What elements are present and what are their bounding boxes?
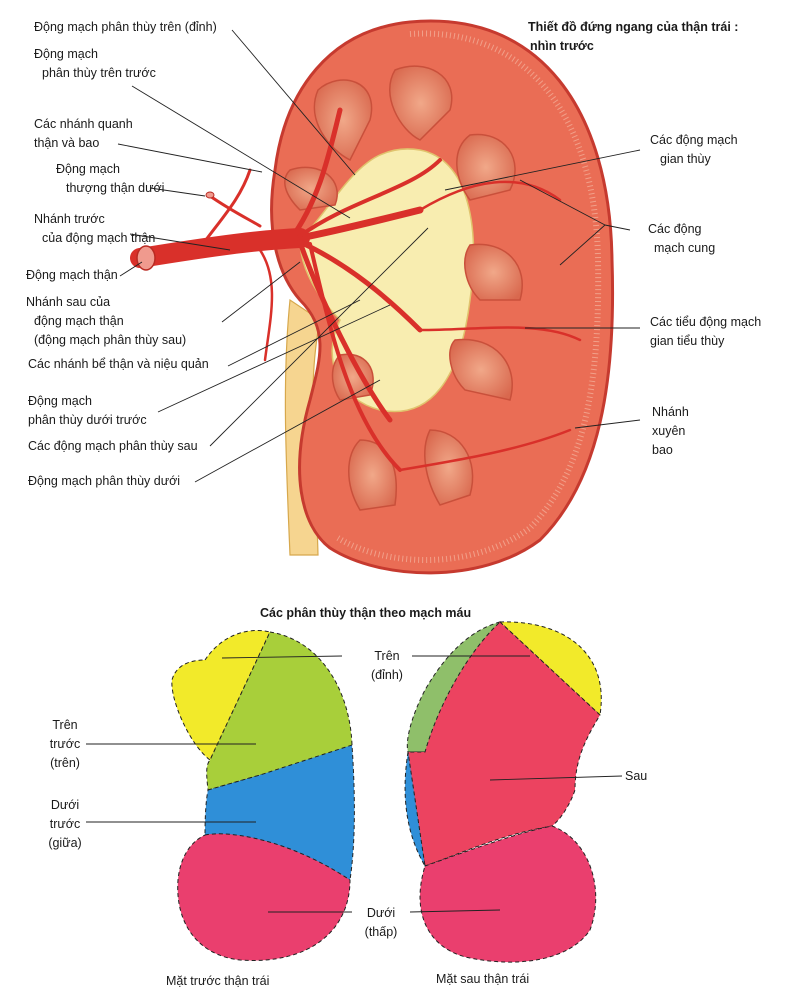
back-kidney [404,621,602,963]
caption-front-view: Mặt trước thận trái [166,974,270,988]
leader-lines-top [117,29,641,483]
front-kidney [171,629,355,961]
caption-back-view: Mặt sau thận trái [436,972,530,986]
label-segment-posterior: Sau [625,769,648,783]
kidney-section [130,19,615,575]
label-posterior-segment-arteries: Các động mạch phân thùy sau [28,439,198,453]
figure-title-line2: nhìn trước [530,39,594,53]
label-renal-artery: Động mạch thận [26,268,118,282]
renal-artery-stump [136,245,156,271]
figure-title-line1: Thiết đồ đứng ngang của thận trái : [528,20,739,34]
leader-lines-bottom [86,655,623,913]
segment-inferior-front [177,833,351,961]
label-segment-inferior: Dưới(thấp) [364,906,398,939]
segment-apex-back [498,621,602,717]
label-apical-segment-artery: Động mạch phân thùy trên (đỉnh) [34,20,217,34]
suprarenal-artery-stump [205,191,215,199]
label-inferior-segment-artery: Động mạch phân thùy dưới [28,474,181,488]
segment-inferior-back [419,825,597,963]
segment-anterior-edge-back [404,751,426,867]
renal-pyramids [284,65,523,511]
renal-arteries [130,107,582,472]
segment-anterior-superior [206,631,353,791]
segment-apex-front [171,629,271,761]
label-pelvic-ureteric-branches: Các nhánh bể thận và niệu quản [28,357,209,371]
label-segment-apex: Trên(đỉnh) [371,649,403,682]
segment-anterior-inferior [204,744,355,881]
segment-posterior [407,621,601,867]
segments-title: Các phân thùy thận theo mạch máu [260,606,472,620]
